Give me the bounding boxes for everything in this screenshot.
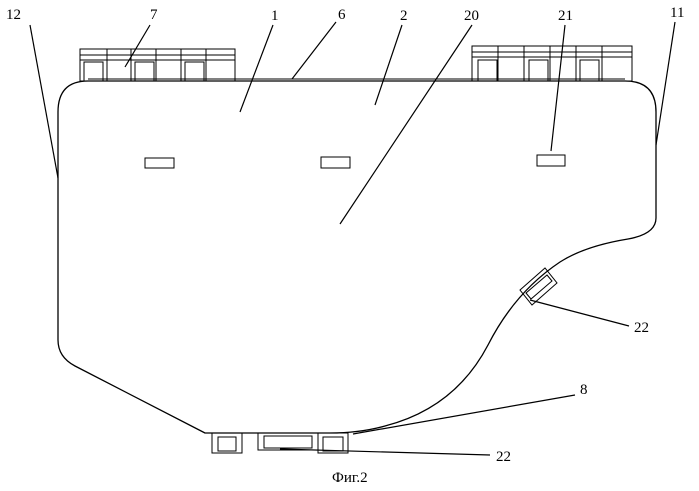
label-2: 2 bbox=[400, 8, 408, 24]
leader-11 bbox=[656, 22, 675, 145]
label-12: 12 bbox=[6, 7, 21, 23]
label-6: 6 bbox=[338, 7, 346, 23]
housing-outline bbox=[58, 81, 656, 433]
leader-20 bbox=[340, 25, 472, 224]
window-left bbox=[145, 158, 174, 168]
label-21: 21 bbox=[558, 8, 573, 24]
figure-caption: Фиг.2 bbox=[332, 470, 368, 486]
label-11: 11 bbox=[670, 5, 684, 21]
label-1: 1 bbox=[271, 8, 279, 24]
label-20: 20 bbox=[464, 8, 479, 24]
leader-1 bbox=[240, 25, 273, 112]
label-22-bottom: 22 bbox=[496, 449, 511, 465]
leader-6 bbox=[292, 22, 336, 79]
leader-7 bbox=[125, 25, 150, 67]
leader-21 bbox=[551, 25, 565, 151]
side-latch bbox=[520, 268, 557, 305]
window-right bbox=[537, 155, 565, 166]
top-left-connector bbox=[80, 49, 235, 81]
leader-12 bbox=[30, 25, 58, 178]
leader-lines bbox=[30, 22, 675, 455]
label-7: 7 bbox=[150, 7, 158, 23]
leader-22a bbox=[530, 300, 629, 326]
label-22-side: 22 bbox=[634, 320, 649, 336]
leader-22b bbox=[280, 449, 490, 455]
window-center bbox=[321, 157, 350, 168]
top-right-connector bbox=[472, 46, 632, 81]
label-8: 8 bbox=[580, 382, 588, 398]
leader-8 bbox=[353, 395, 575, 434]
leader-2 bbox=[375, 25, 402, 105]
